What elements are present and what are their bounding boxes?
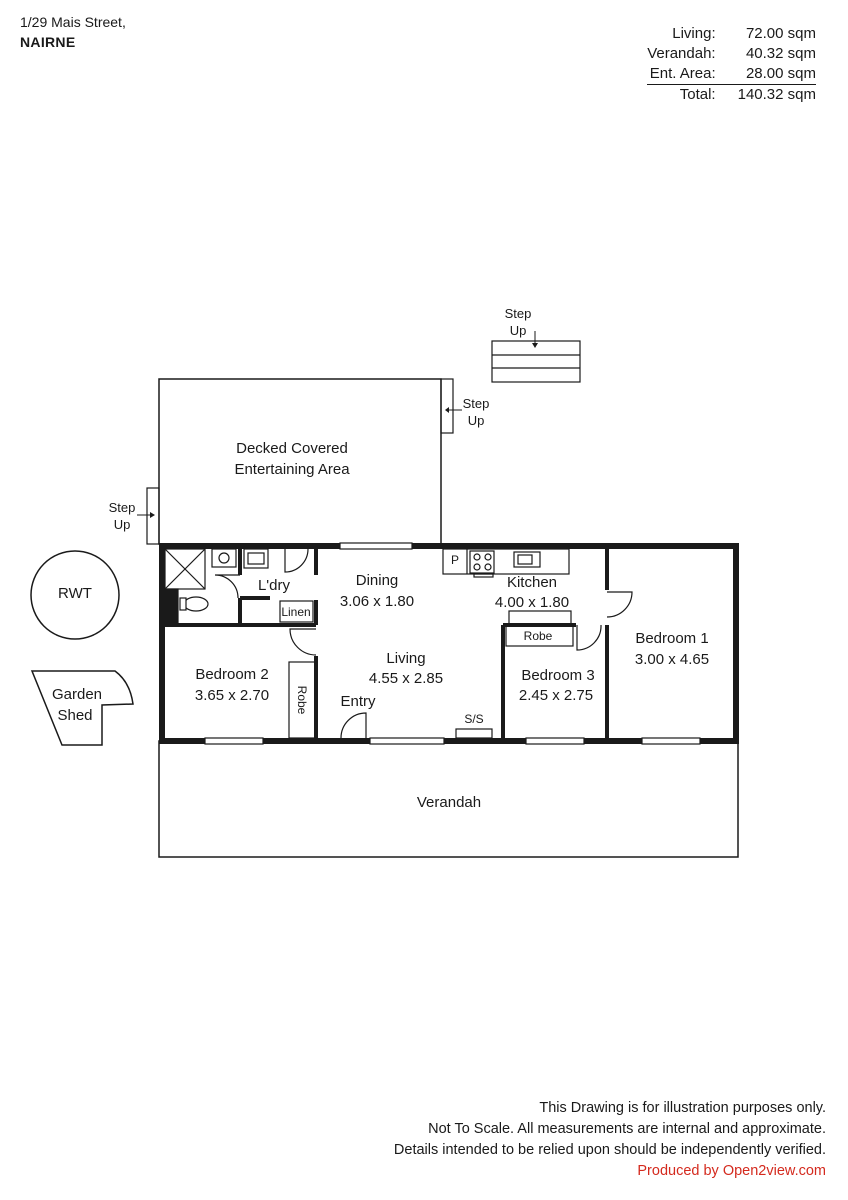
shed-label: Shed bbox=[57, 707, 92, 724]
basin-icon bbox=[211, 548, 237, 568]
step-up-label: Step bbox=[505, 306, 532, 321]
step-up-deck-right: Step Up bbox=[440, 378, 490, 434]
deck-label: Decked Covered bbox=[236, 440, 348, 457]
disclaimer: This Drawing is for illustration purpose… bbox=[394, 1098, 826, 1182]
kitchen-dims: 4.00 x 1.80 bbox=[495, 594, 569, 611]
street-address: 1/29 Mais Street, bbox=[20, 14, 126, 30]
area-value: 40.32 sqm bbox=[745, 45, 816, 62]
linen-label: Linen bbox=[281, 605, 310, 619]
disclaimer-line: Details intended to be relied upon shoul… bbox=[393, 1142, 826, 1158]
deck-label: Entertaining Area bbox=[234, 461, 350, 478]
verandah: Verandah bbox=[158, 740, 739, 858]
robe-b3 bbox=[505, 624, 574, 647]
robe-b3-label: Robe bbox=[524, 629, 553, 643]
bathroom-fixtures bbox=[164, 548, 269, 624]
suburb-name: NAIRNE bbox=[20, 34, 76, 50]
dining-dims: 3.06 x 1.80 bbox=[340, 593, 414, 610]
rwt-label: RWT bbox=[58, 585, 92, 602]
rainwater-tank: RWT bbox=[30, 550, 120, 640]
pantry-label: P bbox=[451, 553, 459, 567]
laundry-tub-icon bbox=[243, 548, 269, 569]
disclaimer-line: Not To Scale. All measurements are inter… bbox=[428, 1121, 826, 1137]
step-up-label: Up bbox=[114, 517, 131, 532]
area-label: Ent. Area: bbox=[649, 65, 716, 82]
living-label: Living bbox=[386, 650, 425, 667]
robe-b2 bbox=[288, 661, 317, 739]
kitchen-bench bbox=[442, 548, 572, 626]
sink-icon bbox=[513, 551, 541, 568]
bedroom1-dims: 3.00 x 4.65 bbox=[635, 651, 709, 668]
shed-label: Garden bbox=[52, 686, 102, 703]
step-up-label: Step bbox=[463, 396, 490, 411]
area-row: Living: 72.00 sqm bbox=[647, 24, 816, 44]
laundry-label: L'dry bbox=[258, 577, 291, 594]
bedroom2-dims: 3.65 x 2.70 bbox=[195, 687, 269, 704]
linen-cupboard bbox=[279, 600, 314, 623]
area-label: Total: bbox=[647, 84, 716, 105]
step-up-label: Up bbox=[468, 413, 485, 428]
toilet-icon bbox=[183, 596, 209, 612]
area-total-row: Total: 140.32 sqm bbox=[647, 84, 816, 105]
verandah-label: Verandah bbox=[417, 794, 481, 811]
credit-line: Produced by Open2view.com bbox=[637, 1163, 826, 1179]
area-label: Verandah: bbox=[647, 45, 716, 62]
step-up-top: Step Up bbox=[491, 306, 581, 383]
bedroom2-label: Bedroom 2 bbox=[195, 666, 268, 683]
cooktop-icon bbox=[469, 550, 495, 574]
step-up-label: Up bbox=[510, 323, 527, 338]
ss-label: S/S bbox=[464, 712, 483, 726]
entry-label: Entry bbox=[340, 693, 376, 710]
garden-shed: Garden Shed bbox=[30, 670, 134, 746]
area-summary: Living: 72.00 sqm Verandah: 40.32 sqm En… bbox=[647, 24, 816, 105]
area-value: 28.00 sqm bbox=[745, 65, 816, 82]
step-up-deck-left: Step Up bbox=[109, 487, 160, 545]
robe-b2-label: Robe bbox=[295, 686, 309, 715]
bedroom3-dims: 2.45 x 2.75 bbox=[519, 687, 593, 704]
area-value: 140.32 sqm bbox=[715, 84, 816, 105]
bedroom1-label: Bedroom 1 bbox=[635, 630, 708, 647]
area-label: Living: bbox=[672, 25, 716, 42]
wall-block-icon bbox=[164, 588, 179, 624]
storage-units bbox=[279, 600, 574, 739]
area-value: 72.00 sqm bbox=[745, 25, 816, 42]
disclaimer-line: This Drawing is for illustration purpose… bbox=[539, 1100, 826, 1116]
area-row: Verandah: 40.32 sqm bbox=[647, 44, 816, 64]
step-up-label: Step bbox=[109, 500, 136, 515]
house-walls bbox=[159, 542, 739, 745]
area-row: Ent. Area: 28.00 sqm bbox=[647, 64, 816, 85]
slow-combustion-stove bbox=[455, 728, 493, 739]
living-dims: 4.55 x 2.85 bbox=[369, 670, 443, 687]
room-labels: L'dry Linen Dining 3.06 x 1.80 P Kitchen… bbox=[195, 553, 709, 726]
shower-icon bbox=[164, 548, 206, 590]
address-block: 1/29 Mais Street, NAIRNE bbox=[20, 12, 126, 52]
area-table: Living: 72.00 sqm Verandah: 40.32 sqm En… bbox=[647, 24, 816, 105]
bedroom3-label: Bedroom 3 bbox=[521, 667, 594, 684]
kitchen-label: Kitchen bbox=[507, 574, 557, 591]
dining-label: Dining bbox=[356, 572, 399, 589]
deck-area: Decked Covered Entertaining Area bbox=[158, 378, 442, 545]
